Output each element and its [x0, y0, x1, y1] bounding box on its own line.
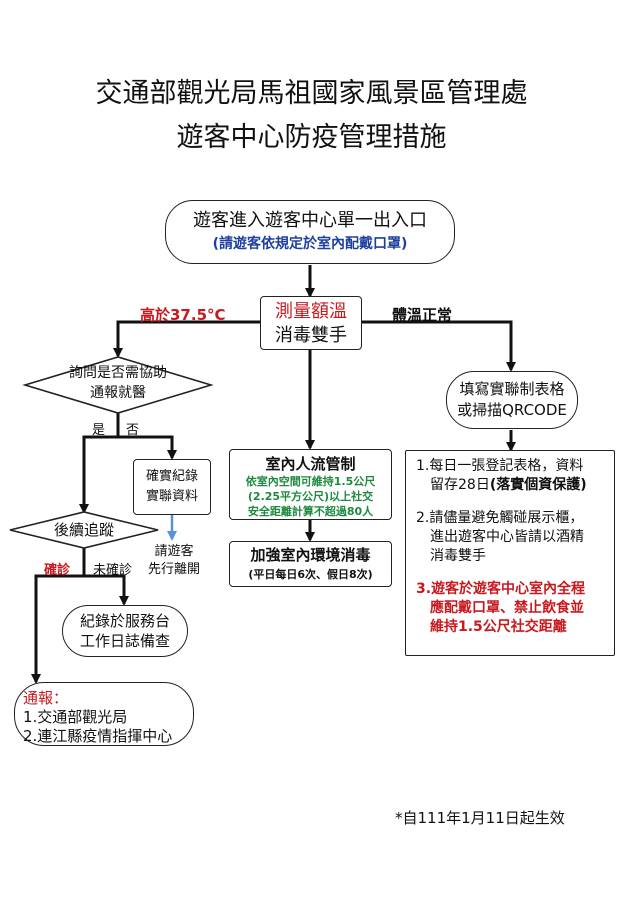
record-info-node: 確實紀錄 實聯資料: [133, 459, 211, 515]
page-title-line2: 遊客中心防疫管理措施: [176, 122, 447, 153]
followup-text: 後續追蹤: [53, 521, 114, 539]
rules-node: 1.每日一張登記表格，資料 留存28日(落實個資保護) 2.請儘量避免觸碰展示櫃…: [405, 450, 615, 656]
service-log-node: 紀錄於服務台 工作日誌備查: [62, 605, 188, 657]
service-log-line2: 工作日誌備查: [79, 632, 170, 650]
entry-title: 遊客進入遊客中心單一出入口: [193, 210, 427, 231]
record-info-line1: 確實紀錄: [145, 469, 198, 484]
followup-diamond: [9, 511, 159, 549]
report-heading: 通報：: [23, 689, 69, 707]
rule3-line2: 應配戴口罩、禁止飲食並: [430, 600, 584, 616]
crowd-line3: 安全距離計算不超過80人: [247, 505, 374, 518]
crowd-line1: 依室內空間可維持1.5公尺: [245, 475, 376, 488]
label-unconfirmed: 未確診: [93, 563, 133, 578]
crowd-control-node: 室內人流管制 依室內空間可維持1.5公尺 (2.25平方公尺)以上社交 安全距離…: [229, 449, 392, 520]
leave-text: 請遊客 先行離開: [142, 543, 206, 579]
record-info-line2: 實聯資料: [145, 489, 198, 504]
leave-line2: 先行離開: [147, 562, 200, 577]
arrow-measure-to-form: [362, 320, 516, 372]
label-yes: 是: [92, 423, 106, 438]
disinfect-title: 加強室內環境消毒: [250, 546, 371, 564]
fill-form-node: 填寫實聯制表格 或掃描QRCODE: [446, 371, 578, 429]
measure-title: 測量額溫: [275, 301, 347, 322]
rule1-privacy: (落實個資保護): [489, 477, 587, 493]
label-no: 否: [126, 423, 140, 438]
leave-line1: 請遊客: [154, 544, 194, 559]
rule3-number: 3.: [416, 581, 432, 597]
disinfect-detail: (平日每日6次、假日8次): [248, 568, 373, 581]
rule1-line2: 留存28日(落實個資保護): [416, 476, 614, 495]
entry-note: (請遊客依規定於室內配戴口罩): [212, 236, 408, 252]
arrow-yes-to-followup: [79, 435, 118, 514]
label-high-temp: 高於37.5°C: [140, 306, 226, 324]
arrow-no-to-record: [118, 435, 177, 460]
effective-date: *自111年1月11日起生效: [395, 809, 565, 827]
rule3-line1: 3.遊客於遊客中心室內全程: [416, 580, 614, 599]
fill-form-line1: 填寫實聯制表格: [459, 380, 565, 398]
crowd-title: 室內人流管制: [265, 455, 356, 473]
page-title-line1: 交通部觀光局馬祖國家風景區管理處: [95, 78, 528, 109]
disinfect-node: 加強室內環境消毒 (平日每日6次、假日8次): [229, 541, 392, 587]
entry-node: 遊客進入遊客中心單一出入口 (請遊客依規定於室內配戴口罩): [165, 200, 455, 264]
report-item1: 1.交通部觀光局: [23, 708, 128, 726]
service-log-line1: 紀錄於服務台: [79, 612, 170, 630]
label-confirmed: 確診: [44, 563, 71, 578]
rule2-line3: 消毒雙手: [430, 548, 486, 564]
rule1-retention: 留存28日: [430, 477, 490, 493]
report-node: 通報： 1.交通部觀光局 2.連江縣疫情指揮中心: [14, 682, 194, 746]
ask-line1: 詢問是否需協助: [69, 365, 167, 381]
arrow-measure-to-ask: [113, 320, 260, 358]
ask-diamond: [22, 356, 214, 414]
rule2-line1: 2.請儘量避免觸碰展示櫃，: [416, 510, 584, 526]
crowd-line2: (2.25平方公尺)以上社交: [247, 490, 374, 503]
ask-text: 詢問是否需協助 通報就醫: [25, 363, 211, 403]
measure-node: 測量額溫 消毒雙手: [260, 296, 362, 350]
measure-subtitle: 消毒雙手: [275, 325, 347, 346]
label-normal-temp: 體溫正常: [392, 306, 453, 324]
rule2-line2: 進出遊客中心皆請以酒精: [430, 529, 584, 545]
arrow-unconfirmed-to-log: [84, 574, 129, 606]
arrow-confirmed-to-report: [31, 574, 84, 684]
rule1-line1: 1.每日一張登記表格，資料: [416, 458, 584, 474]
ask-line2: 通報就醫: [90, 385, 146, 401]
report-item2: 2.連江縣疫情指揮中心: [23, 727, 173, 745]
rule3-text: 遊客於遊客中心室內全程: [431, 581, 586, 597]
fill-form-line2: 或掃描QRCODE: [457, 401, 567, 419]
rule3-line3: 維持1.5公尺社交距離: [430, 619, 567, 635]
